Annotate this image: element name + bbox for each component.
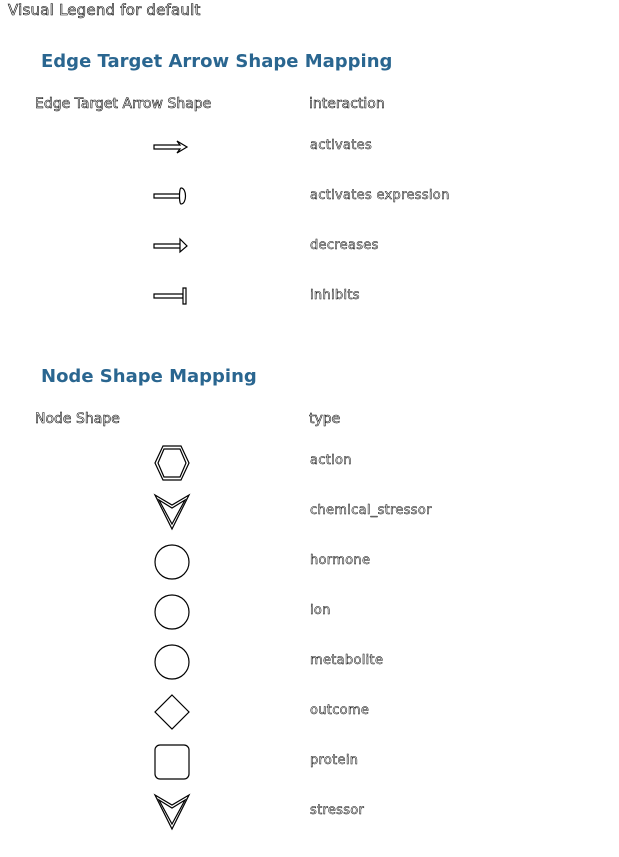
type-column-header: type: [309, 411, 341, 428]
node-legend-label: chemical_stressor: [310, 503, 432, 519]
circle-icon: [154, 644, 190, 680]
diamond-icon: [154, 694, 190, 730]
node-legend-label: action: [310, 453, 352, 469]
circle-icon: [154, 544, 190, 580]
node-legend-label: outcome: [310, 703, 370, 719]
node-legend-label: protein: [310, 753, 359, 769]
edge-arrow-shape-column-header: Edge Target Arrow Shape: [35, 96, 212, 113]
node-legend-label: ion: [310, 603, 331, 619]
arrow-tee-icon: [153, 287, 187, 305]
arrow-delta-icon: [153, 140, 189, 154]
node-shape-column-header: Node Shape: [35, 411, 120, 428]
edge-legend-label: activates: [310, 138, 373, 154]
page-title: Visual Legend for default: [8, 1, 201, 20]
v-shape-icon: [153, 793, 191, 831]
node-legend-label: hormone: [310, 553, 371, 569]
node-legend-label: stressor: [310, 803, 365, 819]
node-legend-label: metabolite: [310, 653, 384, 669]
circle-icon: [154, 594, 190, 630]
edge-legend-label: activates expression: [310, 188, 450, 204]
edge-legend-label: decreases: [310, 238, 379, 254]
node-shape-section-title: Node Shape Mapping: [41, 366, 257, 387]
edge-arrow-section-title: Edge Target Arrow Shape Mapping: [41, 51, 393, 72]
edge-legend-label: inhibits: [310, 288, 360, 304]
v-shape-icon: [153, 493, 191, 531]
round-rectangle-icon: [154, 744, 190, 780]
arrow-half-delta-icon: [153, 237, 188, 254]
hexagon-icon: [154, 445, 190, 481]
arrow-half-circle-icon: [153, 187, 187, 205]
interaction-column-header: interaction: [309, 96, 385, 113]
